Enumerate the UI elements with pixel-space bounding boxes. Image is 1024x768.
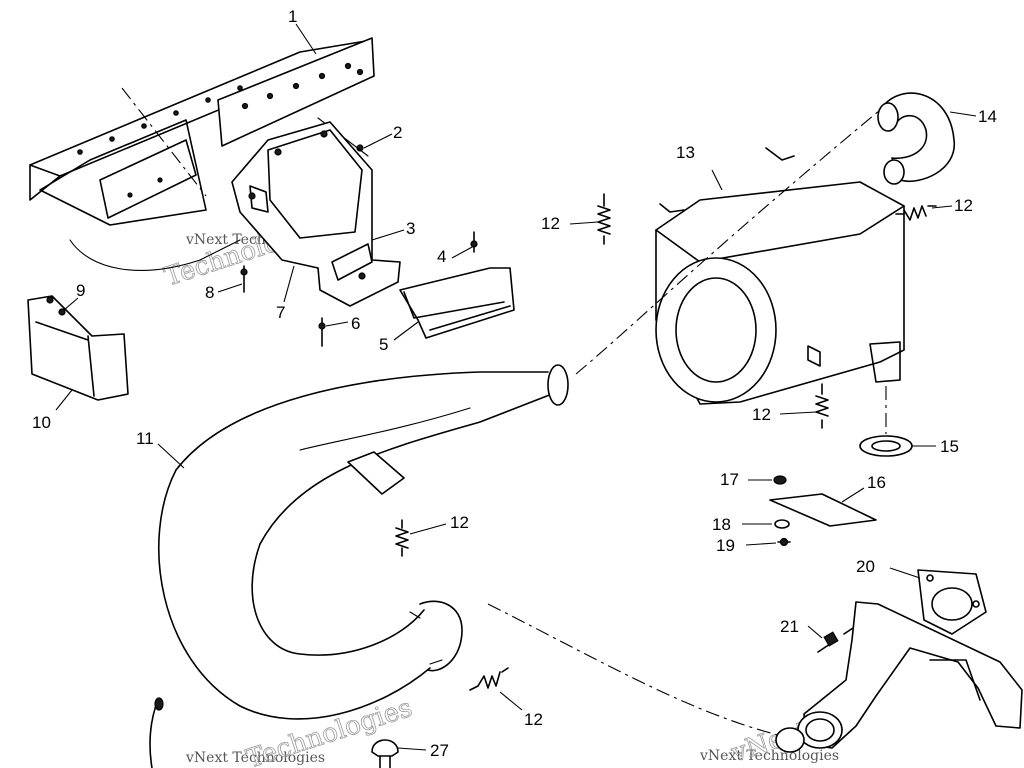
part-27-grommet <box>371 739 399 768</box>
part-12-spring-e <box>469 667 509 691</box>
part-8-screw <box>240 265 248 293</box>
callout-20: 20 <box>856 557 875 576</box>
callout-labels: 1 2 3 4 5 6 7 8 9 10 11 12 12 12 12 12 1… <box>32 7 997 760</box>
callout-17: 17 <box>720 470 739 489</box>
part-12-spring-b <box>895 205 937 221</box>
part-17-nut <box>773 475 787 485</box>
callout-11: 11 <box>136 429 154 448</box>
callout-12-c: 12 <box>752 405 771 424</box>
cable-lead <box>149 697 164 768</box>
part-1-mounting-rail <box>29 37 375 271</box>
callout-3: 3 <box>406 219 415 238</box>
part-12-spring-c <box>815 383 829 429</box>
callout-12-a: 12 <box>541 214 560 233</box>
leader-lines <box>55 23 977 751</box>
y-pipe-manifold <box>487 601 1023 753</box>
callout-6: 6 <box>351 314 360 333</box>
callout-12-e: 12 <box>524 710 543 729</box>
part-12-spring-a <box>597 193 611 245</box>
callout-9: 9 <box>76 281 85 300</box>
part-19-bolt <box>777 537 791 547</box>
callout-27: 27 <box>430 741 449 760</box>
part-9-screw <box>46 296 66 316</box>
callout-12-b: 12 <box>954 196 973 215</box>
callout-13: 13 <box>676 143 695 162</box>
callout-10: 10 <box>32 413 51 432</box>
part-14-elbow-pipe <box>877 92 955 185</box>
part-4-screw <box>470 231 478 253</box>
callout-21: 21 <box>780 617 799 636</box>
callout-8: 8 <box>205 283 214 302</box>
callout-7: 7 <box>276 303 285 322</box>
part-18-washer <box>774 519 790 529</box>
part-13-muffler <box>575 109 905 405</box>
callout-12-d: 12 <box>450 513 469 532</box>
watermark-text-7: vNext Technologies <box>185 750 325 766</box>
callout-19: 19 <box>716 536 735 555</box>
watermark-text-9: vNext Technologies <box>699 748 839 764</box>
part-15-gasket <box>859 386 913 457</box>
part-6-screw <box>318 317 326 347</box>
callout-15: 15 <box>940 437 959 456</box>
callout-18: 18 <box>712 515 731 534</box>
part-3-saddle-bracket <box>231 121 401 307</box>
callout-2: 2 <box>393 123 402 142</box>
part-5-heat-shield <box>399 267 515 339</box>
part-20-flange-gasket <box>917 569 987 635</box>
part-21-stud <box>817 625 857 653</box>
part-16-bracket <box>769 493 877 527</box>
callout-4: 4 <box>437 247 446 266</box>
callout-1: 1 <box>288 7 297 26</box>
callout-5: 5 <box>379 335 388 354</box>
part-12-spring-d <box>395 519 409 557</box>
callout-14: 14 <box>978 107 997 126</box>
part-11-exhaust-pipe <box>158 364 569 720</box>
part-10-side-shield <box>27 295 129 401</box>
callout-16: 16 <box>867 473 886 492</box>
